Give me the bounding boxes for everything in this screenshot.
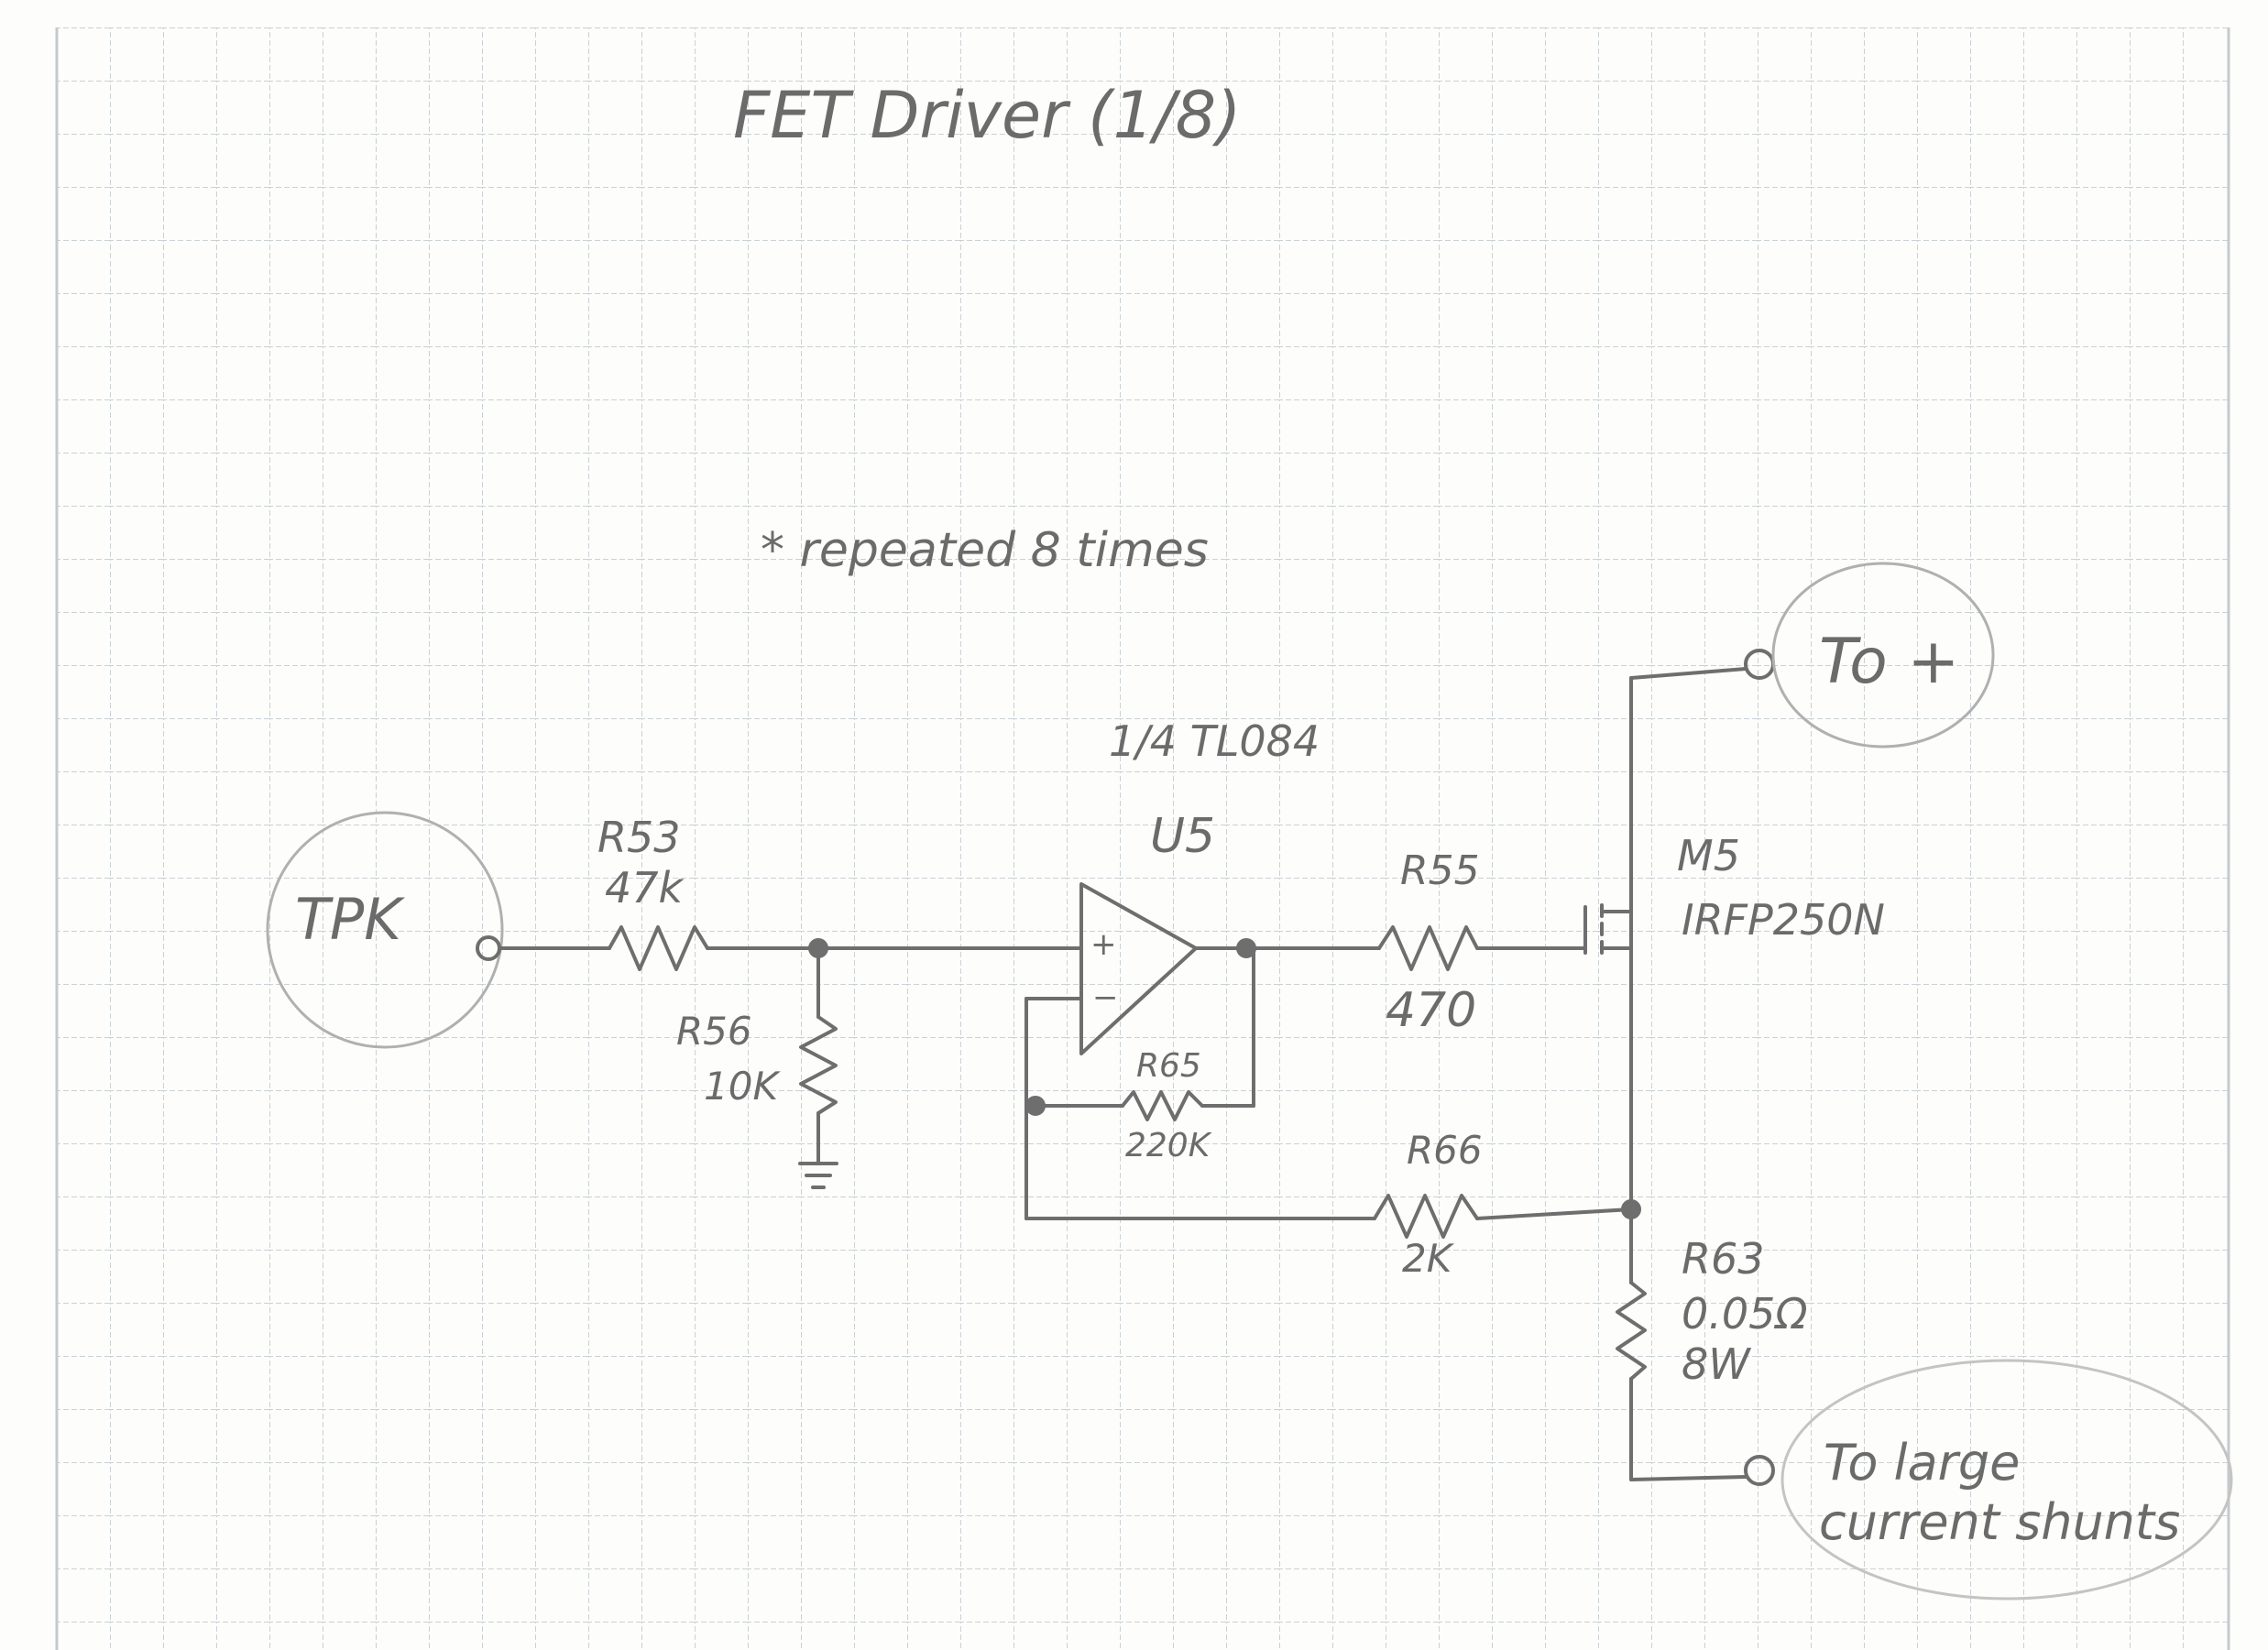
resistor-r56 bbox=[799, 1015, 838, 1115]
output-top-label: To + bbox=[1819, 626, 1959, 698]
circuit-wiring bbox=[266, 562, 2233, 1601]
resistor-r65 bbox=[1121, 1090, 1204, 1121]
repeat-note: * repeated 8 times bbox=[761, 523, 1209, 578]
r63-ref: R63 bbox=[1682, 1234, 1765, 1284]
r56-value: 10K bbox=[704, 1064, 781, 1109]
output-bottom-label-1: To large bbox=[1824, 1434, 2020, 1492]
wire-to-shunts bbox=[1629, 1475, 1748, 1481]
diagram-title: FET Driver (1/8) bbox=[733, 78, 1241, 153]
terminal-to-shunts bbox=[1744, 1455, 1775, 1486]
r63-value: 0.05Ω bbox=[1682, 1289, 1808, 1339]
mosfet-part: IRFP250N bbox=[1682, 895, 1885, 945]
to-shunts-circle bbox=[1780, 1359, 2233, 1601]
opamp-triangle bbox=[1079, 882, 1198, 1055]
opamp-plus-label: + bbox=[1090, 926, 1117, 963]
opamp-part: 1/4 TL084 bbox=[1109, 716, 1320, 766]
input-label: TPK bbox=[295, 886, 405, 953]
r65-value: 220K bbox=[1125, 1127, 1212, 1164]
wire-r66-right bbox=[1475, 1207, 1633, 1220]
to-plus-circle bbox=[1771, 562, 1995, 749]
r53-ref: R53 bbox=[597, 813, 681, 862]
r65-ref: R65 bbox=[1136, 1047, 1201, 1085]
r56-ref: R56 bbox=[676, 1009, 752, 1054]
r66-ref: R66 bbox=[1407, 1128, 1483, 1173]
r63-rating: 8W bbox=[1682, 1339, 1751, 1389]
resistor-r55 bbox=[1377, 925, 1479, 971]
wire-to-plus bbox=[1629, 667, 1748, 680]
mosfet-ref: M5 bbox=[1677, 831, 1740, 880]
r66-value: 2K bbox=[1402, 1236, 1455, 1281]
resistor-r63 bbox=[1616, 1281, 1647, 1381]
graph-grid bbox=[57, 27, 2229, 1650]
opamp-minus-label: − bbox=[1092, 979, 1119, 1016]
resistor-r66 bbox=[1373, 1194, 1479, 1239]
r55-value: 470 bbox=[1386, 983, 1476, 1038]
output-bottom-label-2: current shunts bbox=[1819, 1493, 2180, 1551]
resistor-r53 bbox=[608, 925, 709, 971]
r55-ref: R55 bbox=[1400, 847, 1480, 894]
opamp-ref: U5 bbox=[1150, 809, 1215, 864]
input-circle bbox=[266, 811, 504, 1049]
r53-value: 47k bbox=[605, 863, 685, 912]
